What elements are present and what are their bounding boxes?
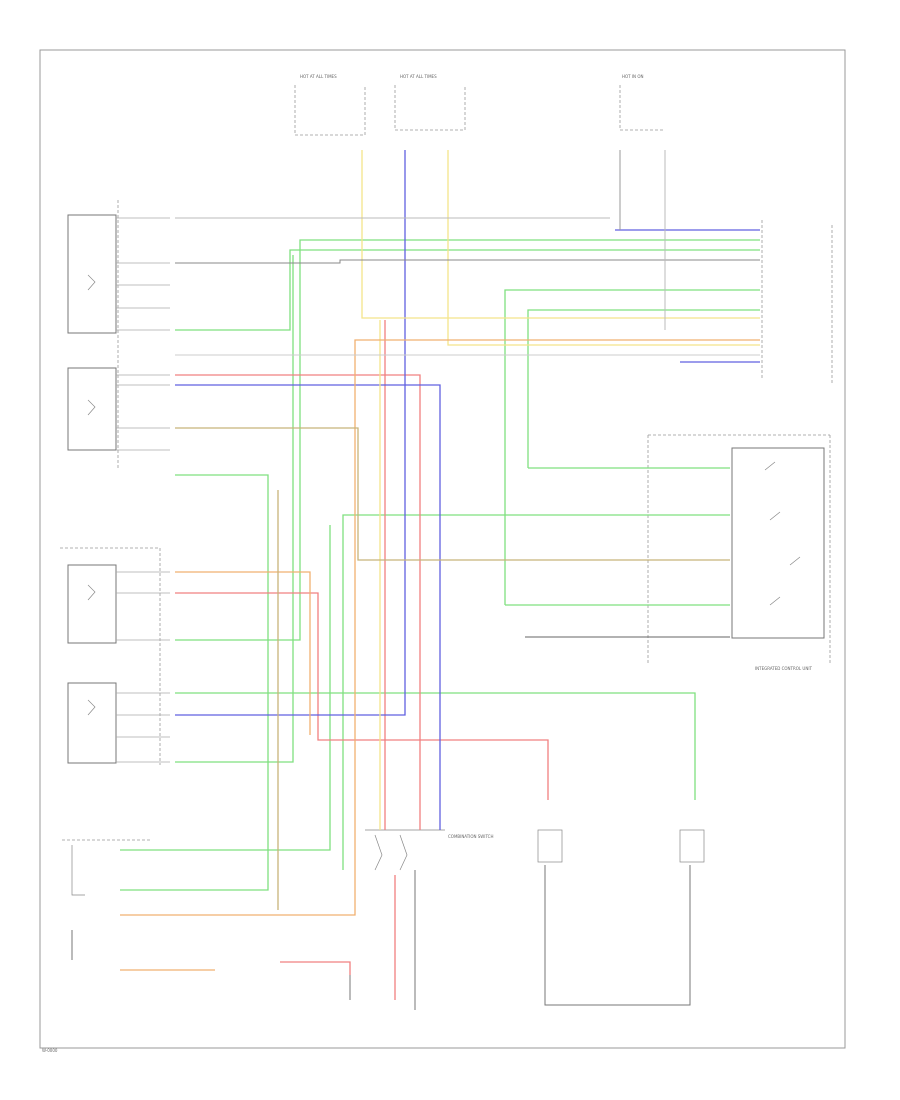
wire-red-2 bbox=[175, 592, 549, 800]
wires-orange bbox=[120, 339, 760, 971]
fuse-label-left: HOT AT ALL TIMES bbox=[300, 74, 337, 79]
fuse-label-right: HOT IN ON bbox=[622, 74, 643, 79]
wire-green-3 bbox=[175, 239, 760, 641]
bottom-switch-2 bbox=[679, 829, 705, 863]
wire-red-1 bbox=[175, 374, 421, 830]
main-switch: COMBINATION SWITCH bbox=[365, 829, 493, 871]
wires-yellow bbox=[361, 150, 760, 830]
fuse-label-mid: HOT AT ALL TIMES bbox=[400, 74, 437, 79]
main-switch-label: COMBINATION SWITCH bbox=[448, 834, 493, 839]
wire-green-1 bbox=[175, 249, 760, 331]
control-unit-box bbox=[731, 447, 825, 639]
wire-green-5 bbox=[504, 289, 760, 605]
wire-tan-1 bbox=[175, 427, 730, 561]
wire-orange-2 bbox=[120, 339, 760, 916]
fuse-box-right: HOT IN ON bbox=[619, 74, 665, 131]
wire-black-1 bbox=[175, 259, 760, 264]
wire-orange-1 bbox=[175, 571, 311, 735]
control-unit-switches bbox=[764, 461, 801, 606]
control-unit-dashed bbox=[647, 220, 833, 665]
relay-box-5 bbox=[71, 845, 85, 896]
fuse-box-left: HOT AT ALL TIMES bbox=[294, 74, 366, 136]
footer-id: W-0000 bbox=[42, 1048, 58, 1053]
relay-switch-glyphs bbox=[87, 274, 96, 716]
wire-yellow-1 bbox=[361, 150, 760, 319]
wire-blue-2 bbox=[175, 150, 406, 716]
dashed-bracket-left bbox=[60, 200, 161, 841]
wires-green bbox=[120, 239, 760, 891]
wire-green-8 bbox=[342, 514, 730, 870]
wires-red bbox=[175, 320, 549, 1000]
wire-green-4 bbox=[175, 255, 294, 763]
relay-box-2 bbox=[67, 367, 117, 451]
wire-blue-1 bbox=[175, 384, 441, 830]
integrated-control-unit-label: INTEGRATED CONTROL UNIT bbox=[755, 666, 813, 671]
bottom-switch-1 bbox=[537, 829, 563, 863]
diagram-frame bbox=[39, 49, 846, 1049]
terminal-ticks bbox=[116, 217, 170, 763]
wire-red-4 bbox=[280, 961, 351, 975]
wire-green-11 bbox=[120, 525, 331, 851]
relay-box-3 bbox=[67, 564, 117, 644]
fuse-box-mid: HOT AT ALL TIMES bbox=[394, 74, 466, 131]
wire-yellow-2 bbox=[447, 150, 760, 346]
wires-tan bbox=[175, 427, 730, 910]
wire-green-10 bbox=[175, 692, 696, 800]
relay-box-1 bbox=[67, 214, 117, 334]
wires-black bbox=[71, 150, 760, 1010]
wires-blue bbox=[175, 150, 760, 830]
wire-green-6 bbox=[527, 309, 760, 468]
wire-black-6 bbox=[544, 865, 691, 1006]
wire-green-2 bbox=[120, 474, 269, 891]
relay-box-4 bbox=[67, 682, 117, 764]
